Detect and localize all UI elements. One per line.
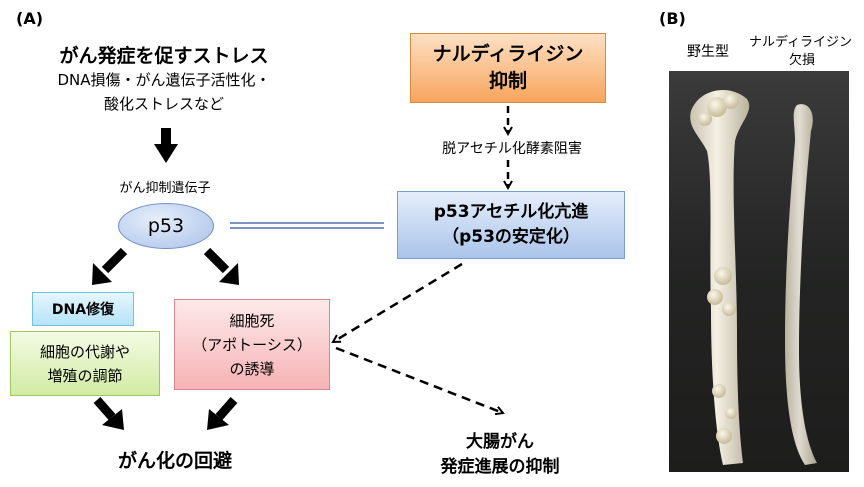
cancer-avoidance-outcome: がん化の回避	[117, 450, 232, 472]
nardilysin-suppression-box: ナルディライジン 抑制	[410, 33, 606, 103]
intestine-photo	[669, 71, 849, 472]
stress-description-line2: 酸化ストレスなど	[103, 95, 224, 113]
colon-cancer-outcome-line1: 大腸がん	[466, 432, 534, 452]
metabolism-regulation-box: 細胞の代謝や 増殖の調節	[10, 331, 160, 396]
arrow-metabolism-to-outcome	[93, 397, 124, 430]
nardilysin-box-line1: ナルディライジン	[432, 43, 584, 65]
stress-title: がん発症を促すストレス	[59, 45, 269, 67]
metabolism-line1: 細胞の代謝や	[39, 342, 130, 361]
p53-acetylation-line2: （p53の安定化）	[442, 227, 580, 247]
apoptosis-line1: 細胞死	[229, 311, 275, 330]
panel-b-label: (B)	[659, 9, 686, 28]
arrow-stress-to-p53	[154, 128, 178, 163]
apoptosis-line3: の誘導	[229, 359, 275, 378]
tumor-suppressor-label: がん抑制遺伝子	[119, 181, 211, 196]
p53-link-double-line	[230, 222, 384, 229]
stress-description-line1: DNA損傷・がん遺伝子活性化・	[57, 71, 271, 89]
deacetylase-inhibition-label: 脱アセチル化酵素阻害	[442, 141, 582, 157]
panel-a-label: (A)	[16, 9, 44, 28]
dashed-arrow-apoptosis-to-colon-cancer	[335, 346, 503, 413]
arrow-apoptosis-to-outcome	[207, 397, 238, 430]
wildtype-label: 野生型	[687, 44, 729, 60]
colon-cancer-outcome-line2: 発症進展の抑制	[440, 457, 560, 477]
dna-repair-label: DNA修復	[51, 302, 115, 318]
p53-node-label: p53	[147, 215, 185, 237]
intestine-photo-drawing	[669, 71, 849, 472]
p53-acetylation-line1: p53アセチル化亢進	[433, 202, 589, 222]
wildtype-intestine	[690, 89, 750, 465]
nardilysin-box-line2: 抑制	[488, 70, 527, 92]
apoptosis-induction-box: 細胞死 （アポトーシス） の誘導	[174, 299, 330, 390]
apoptosis-line2: （アポトーシス）	[192, 335, 312, 354]
nardilysin-knockout-label-line2: 欠損	[788, 53, 815, 68]
nardilysin-deficient-intestine	[785, 104, 817, 465]
dna-repair-box: DNA修復	[32, 292, 134, 326]
p53-node: p53	[118, 203, 214, 249]
nardilysin-knockout-label-line1: ナルディライジン	[748, 35, 853, 50]
arrow-p53-to-apoptosis	[203, 247, 239, 285]
dashed-arrow-p53box-to-apoptosis	[333, 262, 463, 344]
arrow-p53-to-repair	[92, 247, 128, 285]
metabolism-line2: 増殖の調節	[47, 366, 123, 385]
p53-acetylation-box: p53アセチル化亢進 （p53の安定化）	[397, 191, 625, 259]
